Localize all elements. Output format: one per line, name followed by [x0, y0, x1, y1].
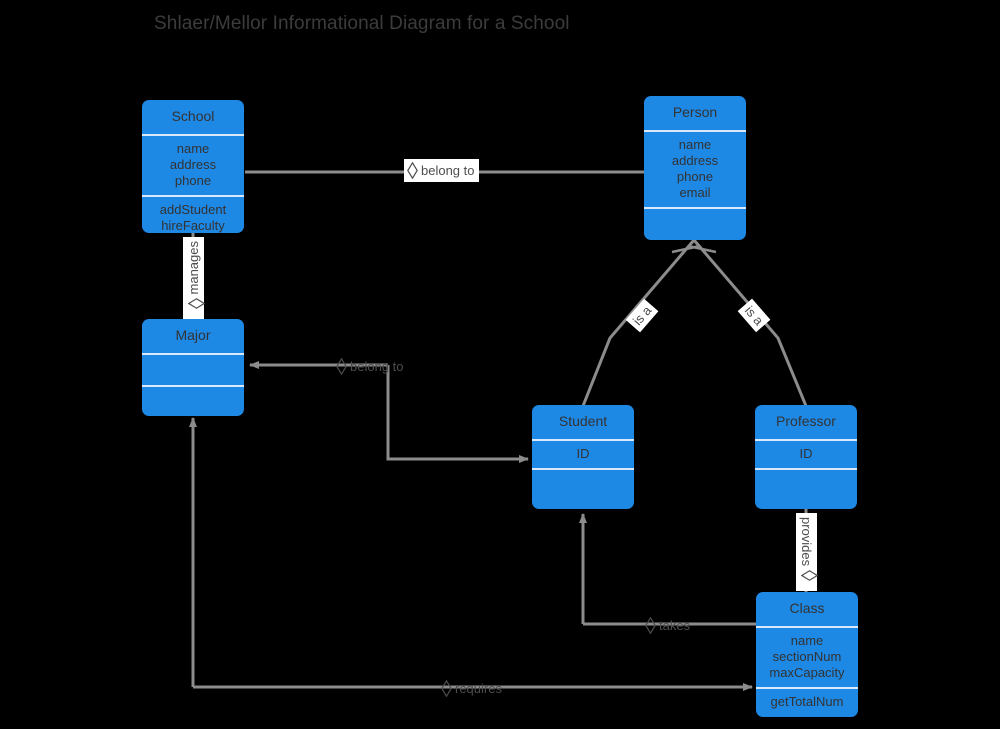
relationship-label-text: requires — [455, 681, 502, 696]
relationship-label-text: belong to — [350, 359, 404, 374]
entity-separator — [142, 384, 244, 387]
subtype-tick-right — [687, 244, 717, 254]
entity-major-attributes — [142, 355, 244, 385]
diamond-icon — [188, 298, 205, 315]
relationship-label-class-major[interactable]: requires — [441, 680, 502, 697]
entity-separator — [532, 468, 634, 470]
entity-class-operations: getTotalNum — [770, 694, 844, 709]
entity-separator — [142, 195, 244, 197]
relationship-label-school-major[interactable]: manages — [183, 237, 205, 320]
entity-person-name: Person — [672, 104, 718, 120]
entity-school-attributes: name address phone — [169, 141, 217, 188]
relationship-label-professor-class[interactable]: provides — [796, 513, 818, 592]
entity-separator — [644, 130, 746, 132]
entity-school[interactable]: School name address phone addStudent hir… — [142, 100, 244, 233]
entity-person-attributes: name address phone email — [671, 137, 719, 200]
entity-separator — [755, 468, 857, 470]
diagram-title: Shlaer/Mellor Informational Diagram for … — [154, 13, 570, 34]
entity-separator — [142, 353, 244, 355]
entity-professor-operations — [755, 470, 857, 509]
diamond-icon — [801, 570, 818, 587]
entity-person[interactable]: Person name address phone email — [644, 96, 746, 240]
entity-school-operations: addStudent hireFaculty — [159, 202, 227, 233]
entity-separator — [755, 439, 857, 441]
entity-major-operations — [142, 387, 244, 417]
relationship-label-school-person[interactable]: belong to — [404, 159, 479, 182]
entity-separator — [756, 626, 858, 628]
entity-separator — [532, 439, 634, 441]
relationship-label-text: belong to — [421, 163, 475, 178]
entity-major-name: Major — [175, 327, 211, 343]
diamond-icon — [336, 358, 347, 375]
relationship-label-student-class[interactable]: takes — [645, 617, 690, 634]
entity-school-name: School — [171, 108, 215, 124]
entity-class[interactable]: Class name sectionNum maxCapacity getTot… — [756, 592, 858, 717]
entity-person-operations — [644, 209, 746, 240]
entity-student[interactable]: Student ID — [532, 405, 634, 509]
entity-student-name: Student — [558, 413, 608, 429]
entity-student-attributes: ID — [576, 446, 590, 461]
relationship-label-text: takes — [659, 618, 691, 633]
connector-major-student — [386, 365, 529, 463]
relationship-label-major-student[interactable]: belong to — [336, 358, 404, 375]
entity-student-operations — [532, 470, 634, 509]
entity-separator — [644, 207, 746, 209]
diamond-icon — [407, 162, 418, 179]
entity-class-name: Class — [789, 600, 825, 616]
diamond-icon — [441, 680, 452, 697]
diamond-icon — [645, 617, 656, 634]
entity-major[interactable]: Major — [142, 319, 244, 416]
entity-professor-name: Professor — [776, 413, 836, 429]
entity-separator — [142, 134, 244, 136]
entity-class-attributes: name sectionNum maxCapacity — [769, 633, 845, 680]
entity-separator — [756, 687, 858, 689]
entity-professor-attributes: ID — [799, 446, 813, 461]
relationship-label-text: provides — [799, 517, 814, 567]
relationship-label-text: manages — [186, 241, 201, 295]
entity-professor[interactable]: Professor ID — [755, 405, 857, 509]
